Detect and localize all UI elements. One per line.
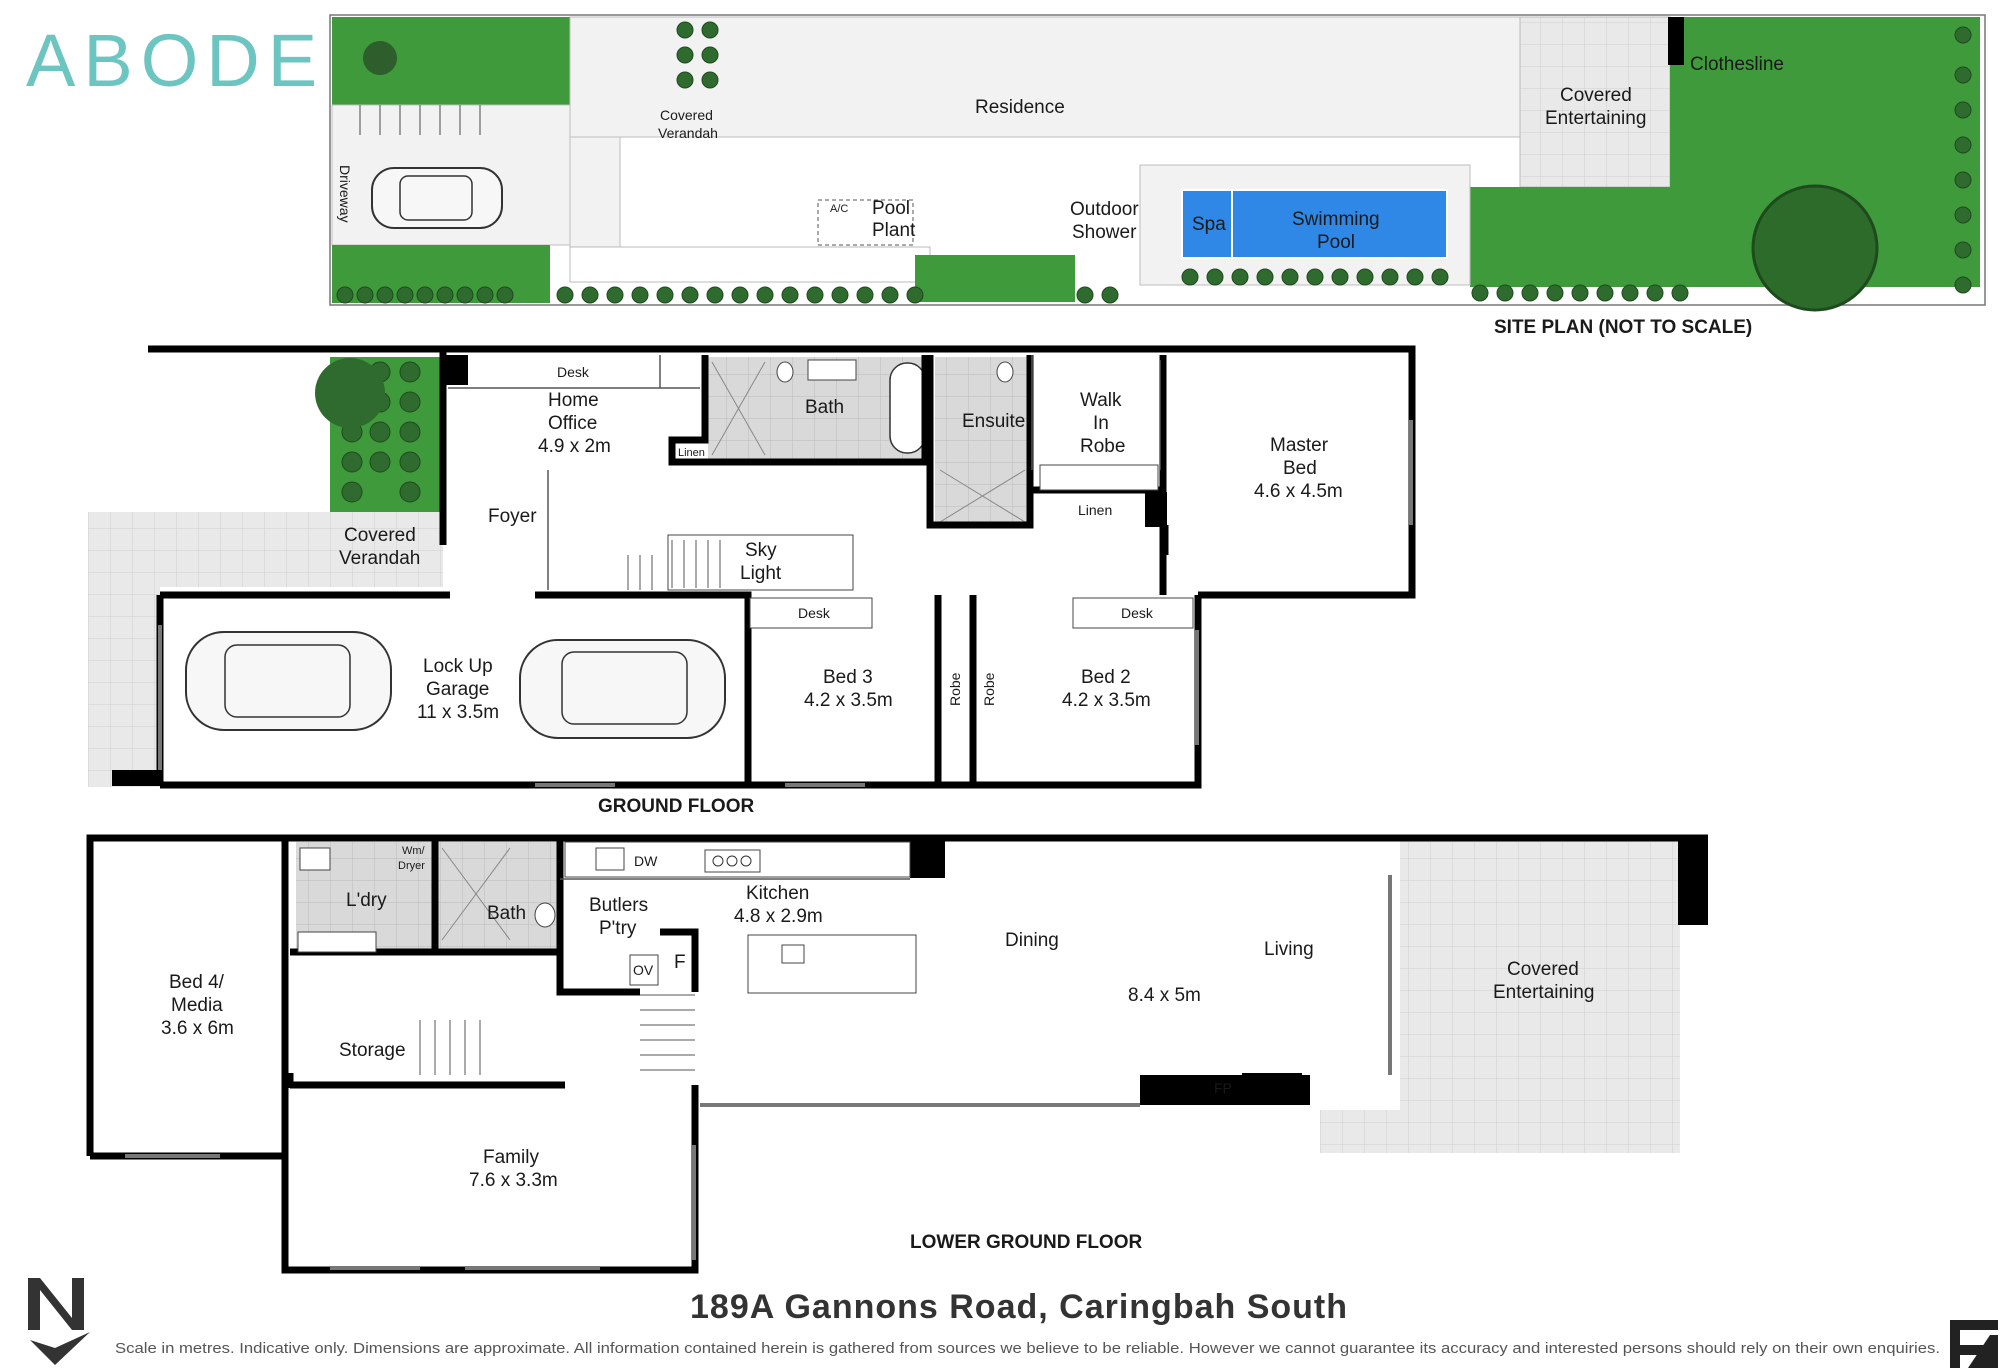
north-arrow-icon: [28, 1278, 90, 1365]
lg-storage-label: Storage: [339, 1040, 406, 1061]
lg-covered-entertaining-label: Covered: [1507, 959, 1579, 980]
site-driveway-label: Driveway: [337, 165, 353, 223]
lg-bed4-label: Media: [171, 995, 223, 1016]
lg-bed4-label: Bed 4/: [169, 972, 225, 993]
hedge-pool: [1181, 268, 1689, 302]
site-outdoor-shower-label: Shower: [1072, 222, 1137, 243]
hedge-side: [556, 286, 1119, 304]
gf-bed3-dim: 4.2 x 3.5m: [804, 690, 893, 711]
site-outdoor-shower-label: Outdoor: [1070, 199, 1139, 220]
tree-icon: [363, 41, 397, 75]
lg-kitchen-dim: 4.8 x 2.9m: [734, 906, 823, 927]
lg-living-label: Living: [1264, 939, 1314, 960]
ground-floor: Desk Home Office 4.9 x 2m Bath Linen Ens…: [88, 345, 1416, 817]
company-mark-icon: [1950, 1320, 1998, 1368]
gf-home-office-dim: 4.9 x 2m: [538, 436, 611, 457]
lg-bed4-dim: 3.6 x 6m: [161, 1018, 234, 1039]
gf-desk-bed2-label: Desk: [1121, 605, 1154, 621]
car-icon: [519, 639, 726, 739]
lg-covered-entertaining-label: Entertaining: [1493, 982, 1594, 1003]
gf-master-dim: 4.6 x 4.5m: [1254, 481, 1343, 502]
hedge-rear: [676, 21, 1972, 294]
site-residence-label: Residence: [975, 97, 1065, 118]
site-plan: Residence Driveway Covered Verandah A/C …: [329, 14, 1986, 338]
lg-family-label: Family: [483, 1147, 539, 1168]
site-ac-label: A/C: [830, 203, 848, 215]
gf-bed2-label: Bed 2: [1081, 667, 1131, 688]
gf-bed3-label: Bed 3: [823, 667, 873, 688]
gf-ensuite-label: Ensuite: [962, 411, 1025, 432]
site-spa-label: Spa: [1192, 214, 1226, 235]
lg-fridge-label: F: [674, 952, 686, 973]
lg-laundry-label: L'dry: [346, 890, 387, 911]
car-icon: [371, 167, 503, 229]
site-pool-plant-label: Plant: [872, 220, 916, 241]
gf-home-office-label: Home: [548, 390, 599, 411]
lg-butlers-label: P'try: [599, 918, 637, 939]
gf-linen-label: Linen: [1078, 502, 1112, 518]
property-address: 189A Gannons Road, Caringbah South: [690, 1288, 1348, 1326]
gf-home-office-label: Office: [548, 413, 597, 434]
tree-icon: [315, 358, 385, 428]
car-icon: [185, 631, 392, 731]
gf-covered-verandah-label: Verandah: [339, 548, 420, 569]
site-plan-title: SITE PLAN (NOT TO SCALE): [1494, 317, 1752, 338]
site-swimming-pool-label: Swimming: [1292, 209, 1380, 230]
brand-logo: ABODE: [26, 19, 325, 102]
gf-sky-light-label: Sky: [745, 540, 777, 561]
gf-desk-bed3-label: Desk: [798, 605, 831, 621]
gf-sky-light-label: Light: [740, 563, 782, 584]
disclaimer-text: Scale in metres. Indicative only. Dimens…: [115, 1340, 1940, 1357]
lg-butlers-label: Butlers: [589, 895, 648, 916]
lg-living-dim: 8.4 x 5m: [1128, 985, 1201, 1006]
gf-bed2-dim: 4.2 x 3.5m: [1062, 690, 1151, 711]
site-clothesline-label: Clothesline: [1690, 54, 1784, 75]
lg-dining-label: Dining: [1005, 930, 1059, 951]
gf-wir-label: In: [1093, 413, 1109, 434]
ground-floor-title: GROUND FLOOR: [598, 796, 754, 817]
lg-family-dim: 7.6 x 3.3m: [469, 1170, 558, 1191]
gf-bath-label: Bath: [805, 397, 844, 418]
gf-robe-right-label: Robe: [981, 672, 997, 706]
gf-master-label: Master: [1270, 435, 1329, 456]
gf-garage-label: Garage: [426, 679, 489, 700]
gf-desk-office-label: Desk: [557, 364, 590, 380]
lg-wm-dryer-label: Dryer: [398, 860, 425, 872]
site-swimming-pool-label: Pool: [1317, 232, 1355, 253]
gf-linen-small-label: Linen: [678, 447, 705, 459]
lg-wm-dryer-label: Wm/: [402, 845, 426, 857]
gf-wir-label: Walk: [1080, 390, 1122, 411]
site-covered-verandah-label: Covered: [660, 107, 713, 123]
site-covered-entertaining-label: Covered: [1560, 85, 1632, 106]
gf-robe-left-label: Robe: [947, 672, 963, 706]
gf-garage-label: Lock Up: [423, 656, 493, 677]
gf-wir-label: Robe: [1080, 436, 1125, 457]
lg-ov-label: OV: [633, 962, 654, 978]
hedge-front: [336, 286, 514, 304]
site-pool-plant-label: Pool: [872, 198, 910, 219]
lg-dw-label: DW: [634, 853, 658, 869]
gf-garage-dim: 11 x 3.5m: [417, 702, 499, 723]
site-covered-entertaining-label: Entertaining: [1545, 108, 1646, 129]
gf-master-label: Bed: [1283, 458, 1317, 479]
tree-icon: [1751, 184, 1879, 312]
lower-ground-floor: Wm/ Dryer L'dry Bath DW Kitchen 4.8 x 2.…: [86, 834, 1708, 1274]
lg-kitchen-label: Kitchen: [746, 883, 809, 904]
lg-bath-label: Bath: [487, 903, 526, 924]
lower-ground-floor-title: LOWER GROUND FLOOR: [910, 1232, 1142, 1253]
lg-fireplace-label: FP: [1214, 1080, 1232, 1096]
gf-covered-verandah-label: Covered: [344, 525, 416, 546]
site-covered-verandah-label: Verandah: [658, 125, 718, 141]
gf-foyer-label: Foyer: [488, 506, 537, 527]
